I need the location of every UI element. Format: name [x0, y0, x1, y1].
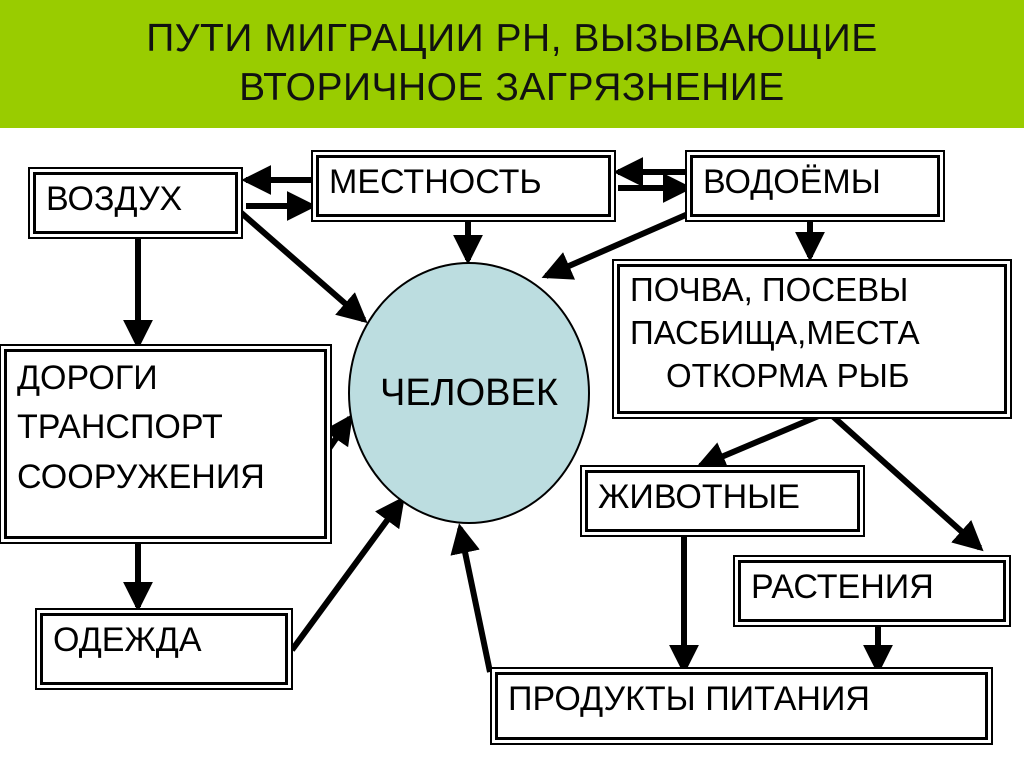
arrow-food-to-human: [450, 523, 493, 673]
roads-label-2: ТРАНСПОРТ: [17, 408, 223, 447]
air-label: ВОЗДУХ: [46, 180, 183, 218]
animals-box: ЖИВОТНЫЕ: [585, 470, 860, 532]
roads-label-1: ДОРОГИ: [17, 359, 158, 397]
soil-label-3: ОТКОРМА РЫБ: [666, 356, 910, 394]
arrow-soil-to-plants: [825, 409, 984, 552]
animals-label: ЖИВОТНЫЕ: [598, 478, 800, 516]
terrain-box: МЕСТНОСТЬ: [316, 155, 611, 217]
terrain-label: МЕСТНОСТЬ: [329, 163, 542, 201]
air-box: ВОЗДУХ: [33, 172, 238, 234]
soil-box: ПОЧВА, ПОСЕВЫ ПАСБИЩА,МЕСТА ОТКОРМА РЫБ: [617, 264, 1007, 414]
roads-label-3: СООРУЖЕНИЯ: [17, 457, 265, 496]
soil-label-2: ПАСБИЩА,МЕСТА: [630, 313, 920, 351]
water-box: ВОДОЁМЫ: [690, 155, 940, 217]
clothes-label: ОДЕЖДА: [53, 621, 202, 659]
water-label: ВОДОЁМЫ: [703, 163, 881, 201]
title-line-1: ПУТИ МИГРАЦИИ РН, ВЫЗЫВАЮЩИЕ: [146, 17, 878, 61]
plants-box: РАСТЕНИЯ: [738, 560, 1006, 622]
arrow-soil-to-animals: [695, 409, 830, 471]
arrow-clothes-to-human: [289, 496, 405, 652]
plants-label: РАСТЕНИЯ: [751, 568, 934, 606]
title-bar: ПУТИ МИГРАЦИИ РН, ВЫЗЫВАЮЩИЕ ВТОРИЧНОЕ З…: [0, 0, 1024, 128]
human-label: ЧЕЛОВЕК: [380, 371, 558, 414]
arrow-air-to-human: [236, 207, 368, 324]
roads-box: ДОРОГИ ТРАНСПОРТ СООРУЖЕНИЯ: [4, 349, 327, 539]
arrow-water-to-human: [541, 211, 690, 280]
food-box: ПРОДУКТЫ ПИТАНИЯ: [495, 672, 988, 740]
human-circle: ЧЕЛОВЕК: [348, 262, 590, 524]
clothes-box: ОДЕЖДА: [40, 613, 288, 685]
soil-label-1: ПОЧВА, ПОСЕВЫ: [630, 271, 909, 308]
title-line-2: ВТОРИЧНОЕ ЗАГРЯЗНЕНИЕ: [239, 66, 785, 109]
food-label: ПРОДУКТЫ ПИТАНИЯ: [508, 680, 870, 718]
arrow-roads-to-human: [323, 414, 353, 452]
